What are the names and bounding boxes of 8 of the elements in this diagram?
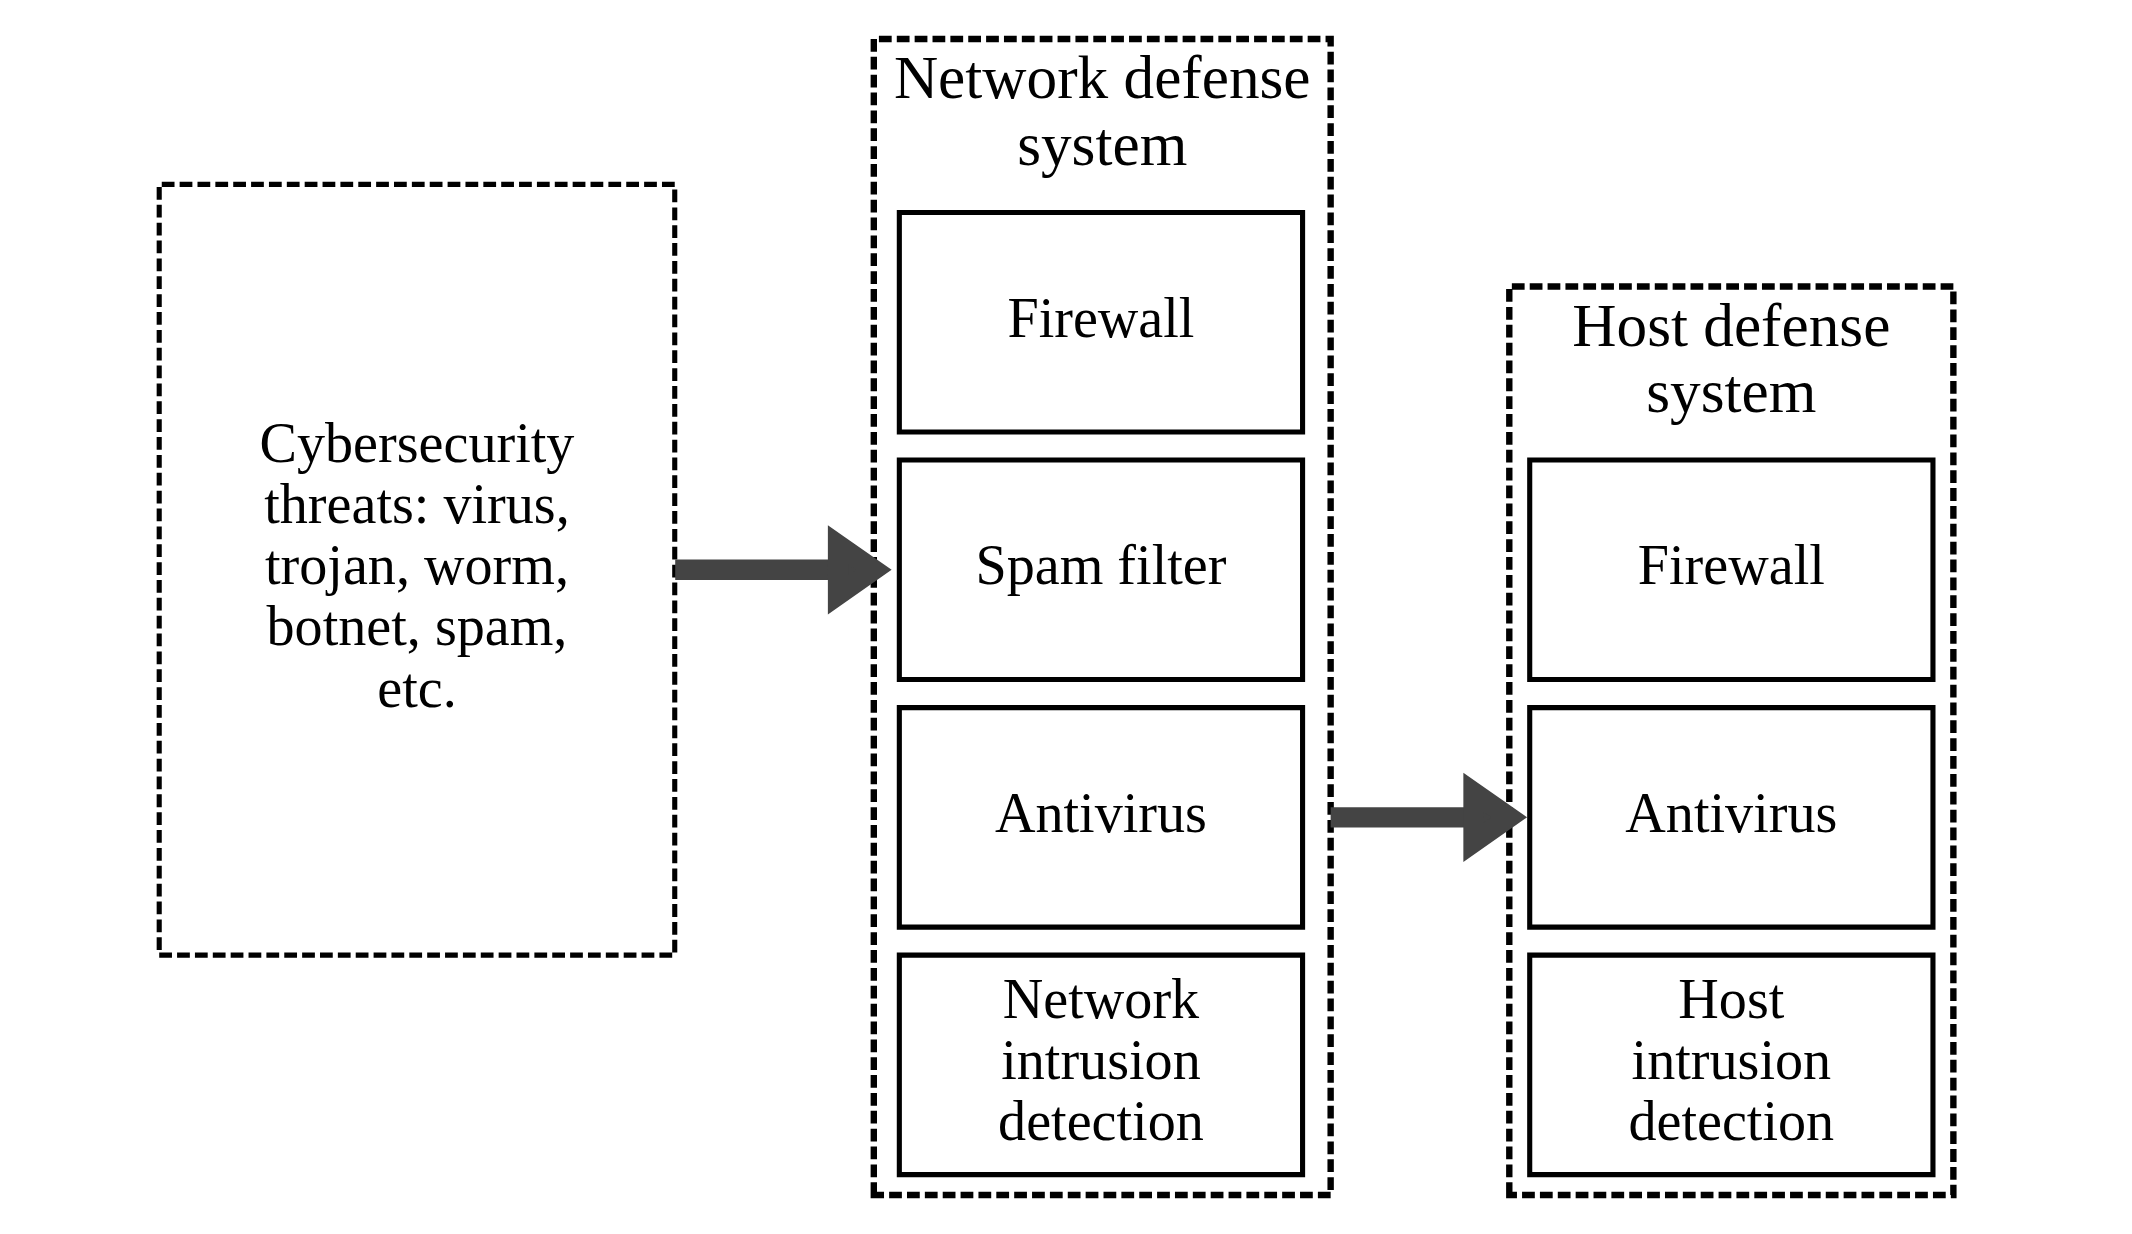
node-box: Spam filter	[896, 457, 1305, 683]
node-box: Cybersecurity threats: virus, trojan, worm, botnet, spam, etc.	[156, 181, 677, 958]
node-box: Network intrusion detection	[896, 952, 1305, 1178]
node-box: Antivirus	[896, 705, 1305, 930]
node-box: Antivirus	[1526, 705, 1935, 930]
node-box: Host intrusion detection	[1526, 952, 1935, 1178]
node-box: Firewall	[1526, 457, 1935, 683]
node-box: Firewall	[896, 209, 1305, 435]
